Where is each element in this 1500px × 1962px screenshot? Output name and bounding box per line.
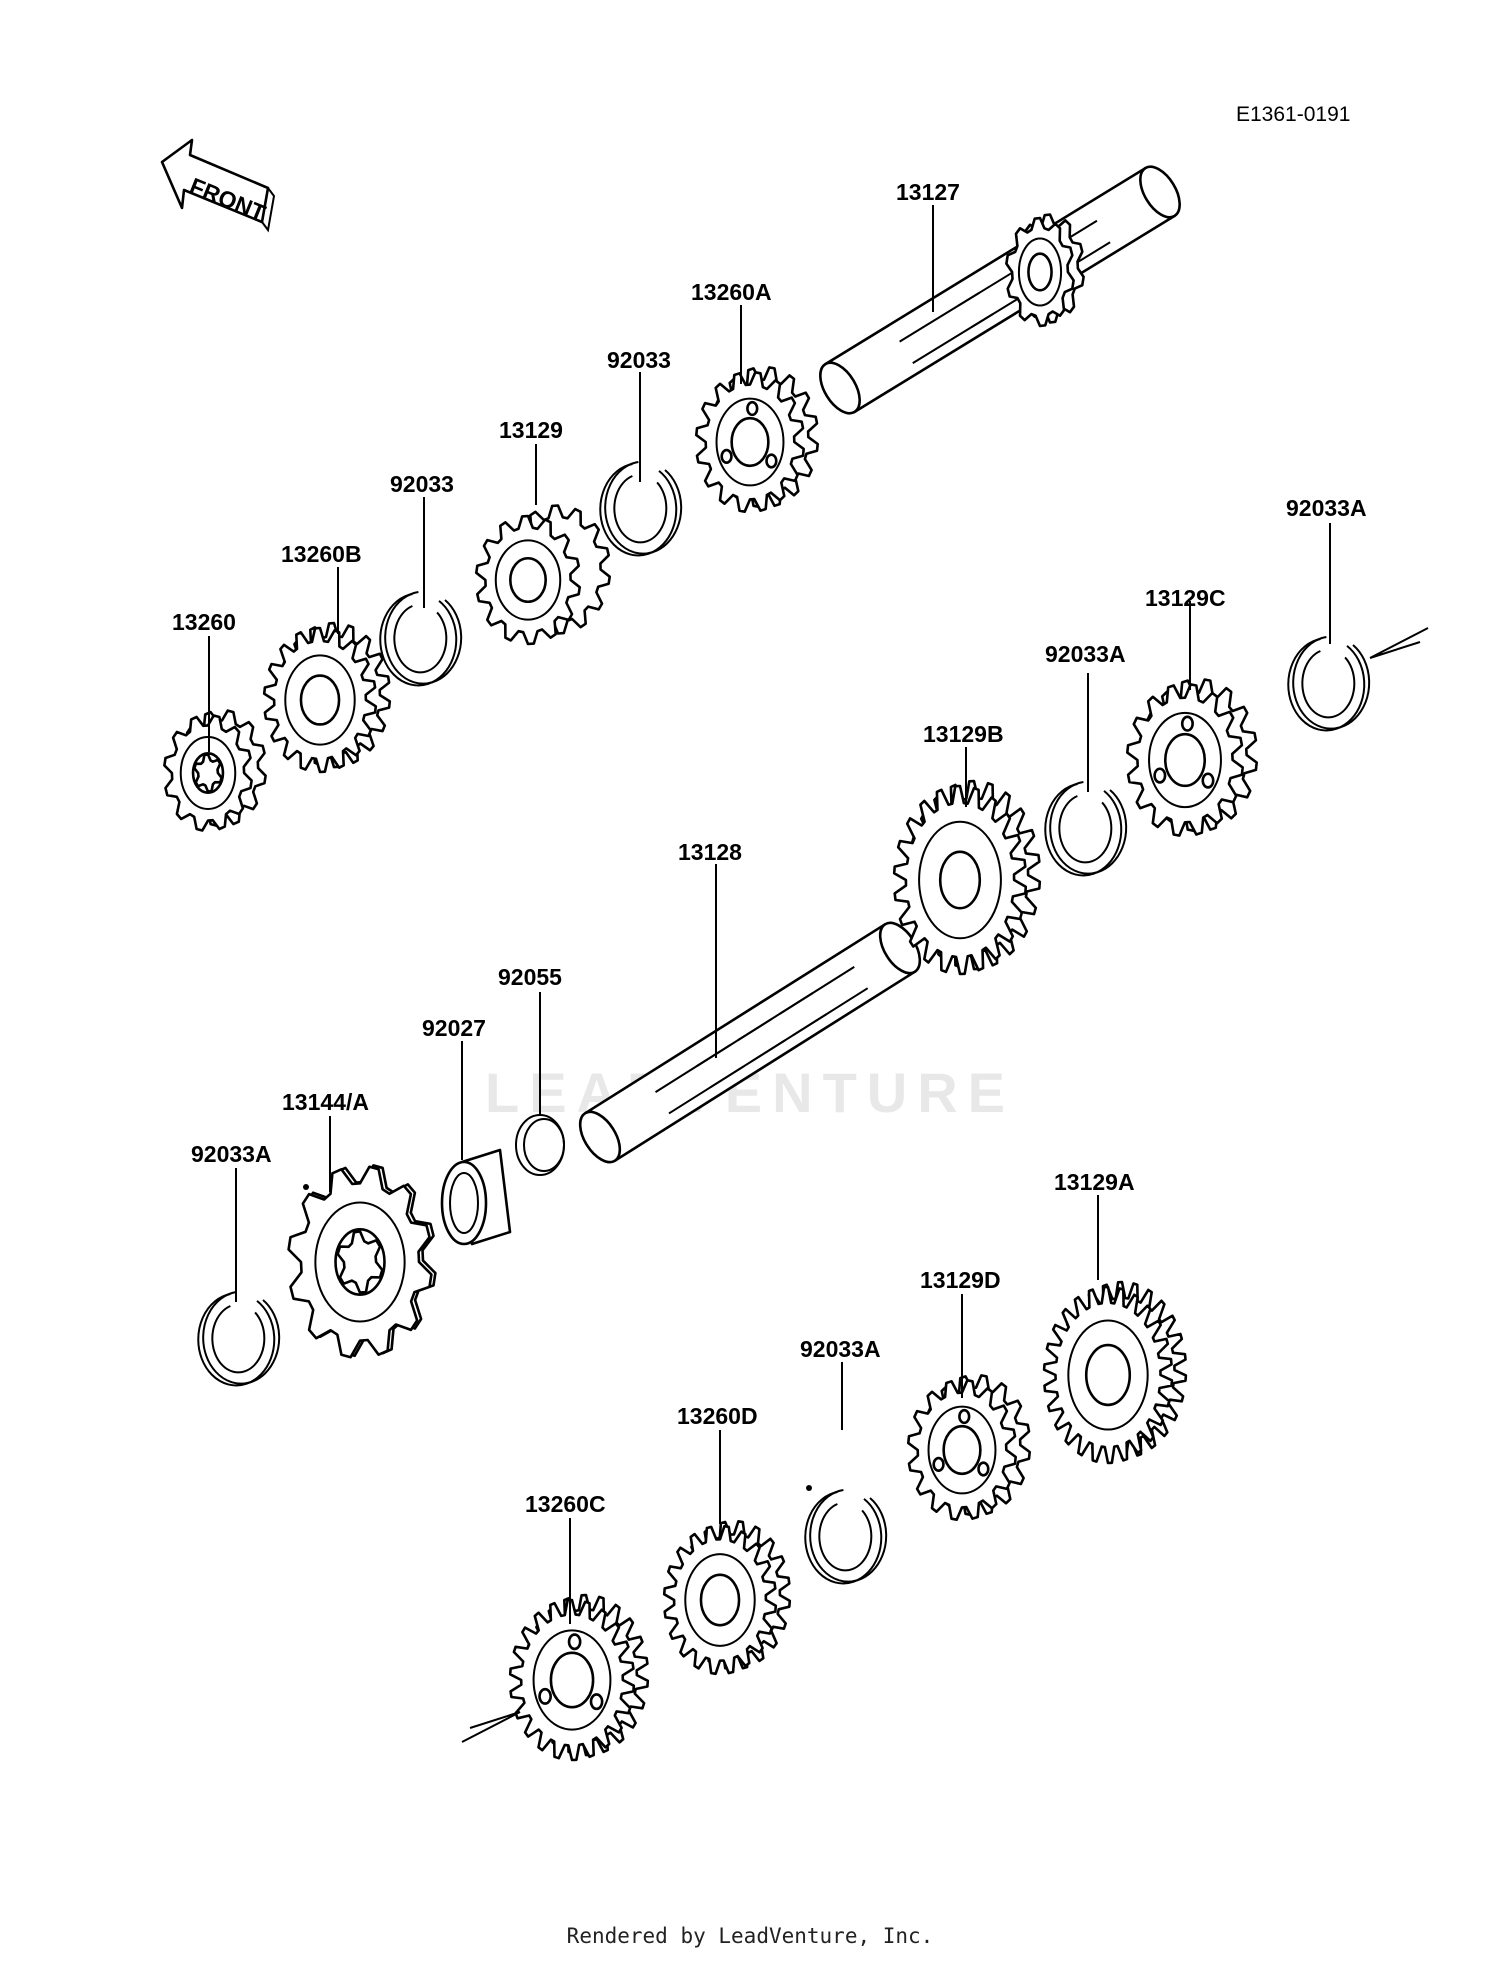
label-92033A-left: 92033A — [191, 1141, 272, 1167]
label-13260D: 13260D — [677, 1403, 758, 1429]
ring-92033-mid — [379, 591, 463, 687]
ring-92033A-lower — [804, 1489, 888, 1585]
label-92033A-center: 92033A — [1045, 641, 1126, 667]
label-13128: 13128 — [678, 839, 742, 865]
label-92055: 92055 — [498, 964, 562, 990]
label-13260B: 13260B — [281, 541, 362, 567]
gear-13129A — [1042, 1280, 1188, 1465]
ring-92033A-left — [197, 1291, 281, 1387]
gear-13129 — [475, 504, 611, 646]
label-13144A: 13144/A — [282, 1089, 369, 1115]
gear-13129C — [1126, 678, 1258, 837]
ring-92033A-right — [1287, 636, 1371, 732]
gear-13129B — [892, 779, 1042, 976]
oring-92055 — [515, 1114, 565, 1176]
label-13129A: 13129A — [1054, 1169, 1135, 1195]
label-13129C: 13129C — [1145, 585, 1226, 611]
label-13127: 13127 — [896, 179, 960, 205]
label-13129: 13129 — [499, 417, 563, 443]
label-13129D: 13129D — [920, 1267, 1001, 1293]
label-13129B: 13129B — [923, 721, 1004, 747]
label-13260A: 13260A — [691, 279, 772, 305]
collar-92027 — [440, 1148, 512, 1246]
label-13260C: 13260C — [525, 1491, 606, 1517]
part-labels: 13127 13260A 92033 13129 92033 13260B 13… — [172, 179, 1367, 1517]
gear-13260 — [163, 709, 267, 832]
label-92027: 92027 — [422, 1015, 486, 1041]
gear-13127-integral — [1005, 213, 1085, 328]
label-92033A-lower: 92033A — [800, 1336, 881, 1362]
label-92033A-right: 92033A — [1286, 495, 1367, 521]
leader-lines — [208, 205, 1429, 1743]
gear-13260C — [508, 1593, 650, 1762]
gear-13260D — [662, 1520, 792, 1676]
ring-92033-top — [599, 461, 683, 557]
label-13260: 13260 — [172, 609, 236, 635]
ring-92033A-center — [1044, 781, 1128, 877]
gear-13129D — [907, 1374, 1031, 1521]
label-92033-top: 92033 — [607, 347, 671, 373]
sprocket-13144A — [287, 1164, 437, 1359]
gear-13260A — [695, 366, 819, 513]
front-arrow-icon: FRONT — [160, 138, 276, 233]
shaft-13127 — [819, 165, 1181, 415]
gear-13260B — [262, 621, 392, 774]
footer-credit: Rendered by LeadVenture, Inc. — [566, 1924, 934, 1948]
label-92033-mid: 92033 — [390, 471, 454, 497]
diagram-code: E1361-0191 — [1236, 103, 1350, 126]
shaft-13128 — [578, 921, 922, 1164]
